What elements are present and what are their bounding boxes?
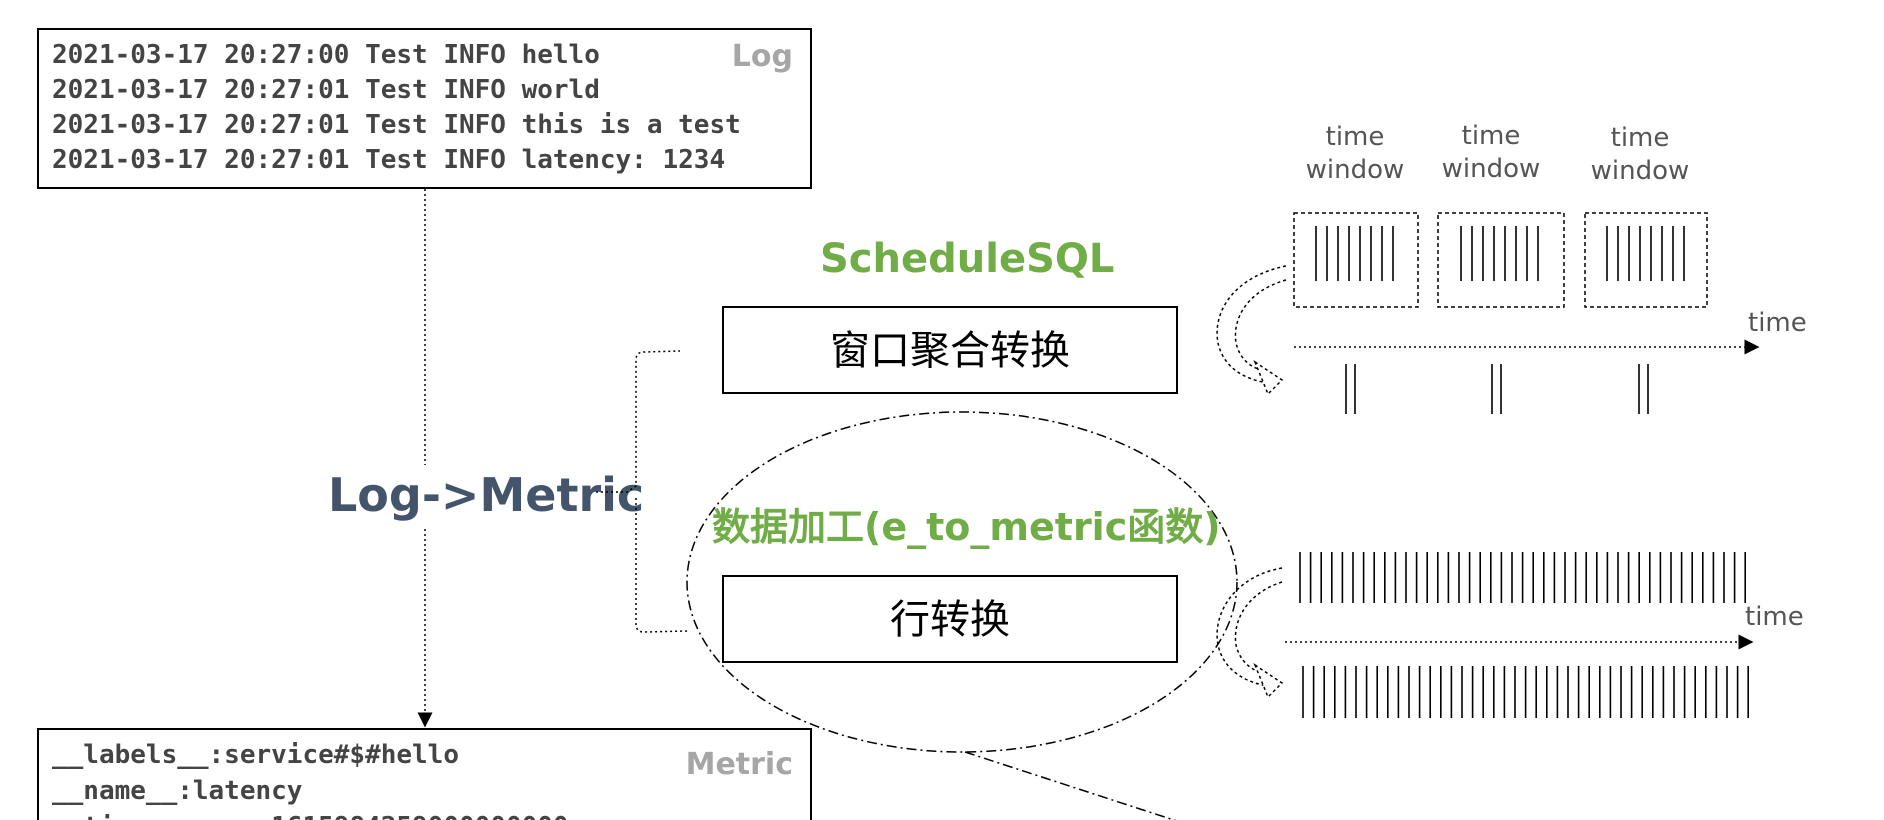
time-window-box-2 xyxy=(1437,212,1565,308)
time-window-label-2: time window xyxy=(1442,121,1541,184)
log-metric-label: Log->Metric xyxy=(328,468,644,522)
metric-box: Metric __labels__:service#$#hello __name… xyxy=(37,728,812,820)
svg-text:time: time xyxy=(1611,123,1670,153)
dataproc-title: 数据加工(e_to_metric函数) xyxy=(712,505,1221,549)
time-window-label-1: time window xyxy=(1306,122,1405,185)
raw-event-ticks xyxy=(1299,552,1746,603)
log-line-3: 2021-03-17 20:27:01 Test INFO this is a … xyxy=(52,110,741,140)
svg-text:window: window xyxy=(1591,156,1690,186)
brace-bottom xyxy=(635,498,689,633)
log-line-1: 2021-03-17 20:27:00 Test INFO hello xyxy=(52,40,600,70)
svg-text:time: time xyxy=(1462,121,1521,151)
dataproc-ellipse xyxy=(686,411,1238,753)
window-agg-label: 窗口聚合转换 xyxy=(830,328,1070,374)
log-box: Log 2021-03-17 20:27:00 Test INFO hello … xyxy=(37,28,812,189)
converted-event-ticks xyxy=(1302,666,1749,718)
curved-arrow-bottom-head xyxy=(1253,663,1284,699)
metric-line-1: __labels__:service#$#hello xyxy=(52,740,459,770)
time-axis-top-label: time xyxy=(1748,308,1807,338)
curved-arrow-top-head xyxy=(1253,360,1284,396)
metric-tag: Metric xyxy=(686,747,793,782)
svg-text:window: window xyxy=(1442,154,1541,184)
curved-arrow-bottom-outer xyxy=(1216,567,1283,687)
log-tag: Log xyxy=(732,39,793,74)
log-line-2: 2021-03-17 20:27:01 Test INFO world xyxy=(52,75,600,105)
curved-arrow-bottom-inner xyxy=(1234,581,1283,674)
schedulesql-title: ScheduleSQL xyxy=(820,236,1114,282)
aggregated-ticks xyxy=(1345,364,1649,414)
metric-line-2: __name__:latency xyxy=(52,776,302,806)
window-event-ticks xyxy=(1315,226,1685,281)
curved-arrow-top-inner xyxy=(1234,279,1287,371)
time-window-box-1 xyxy=(1293,212,1419,308)
row-transform-box xyxy=(722,575,1178,663)
metric-line-3: __time_nano__:1615984259000000000 xyxy=(52,812,569,820)
ellipse-pointer xyxy=(964,751,1177,820)
window-agg-box xyxy=(722,306,1178,394)
time-window-label-3: time window xyxy=(1591,123,1690,186)
svg-text:time: time xyxy=(1326,122,1385,152)
svg-text:window: window xyxy=(1306,155,1405,185)
time-axis-bottom-label: time xyxy=(1745,602,1804,632)
curved-arrow-top-outer xyxy=(1216,265,1287,384)
time-window-box-3 xyxy=(1584,212,1708,308)
row-transform-label: 行转换 xyxy=(890,597,1010,643)
log-line-4: 2021-03-17 20:27:01 Test INFO latency: 1… xyxy=(52,145,725,175)
